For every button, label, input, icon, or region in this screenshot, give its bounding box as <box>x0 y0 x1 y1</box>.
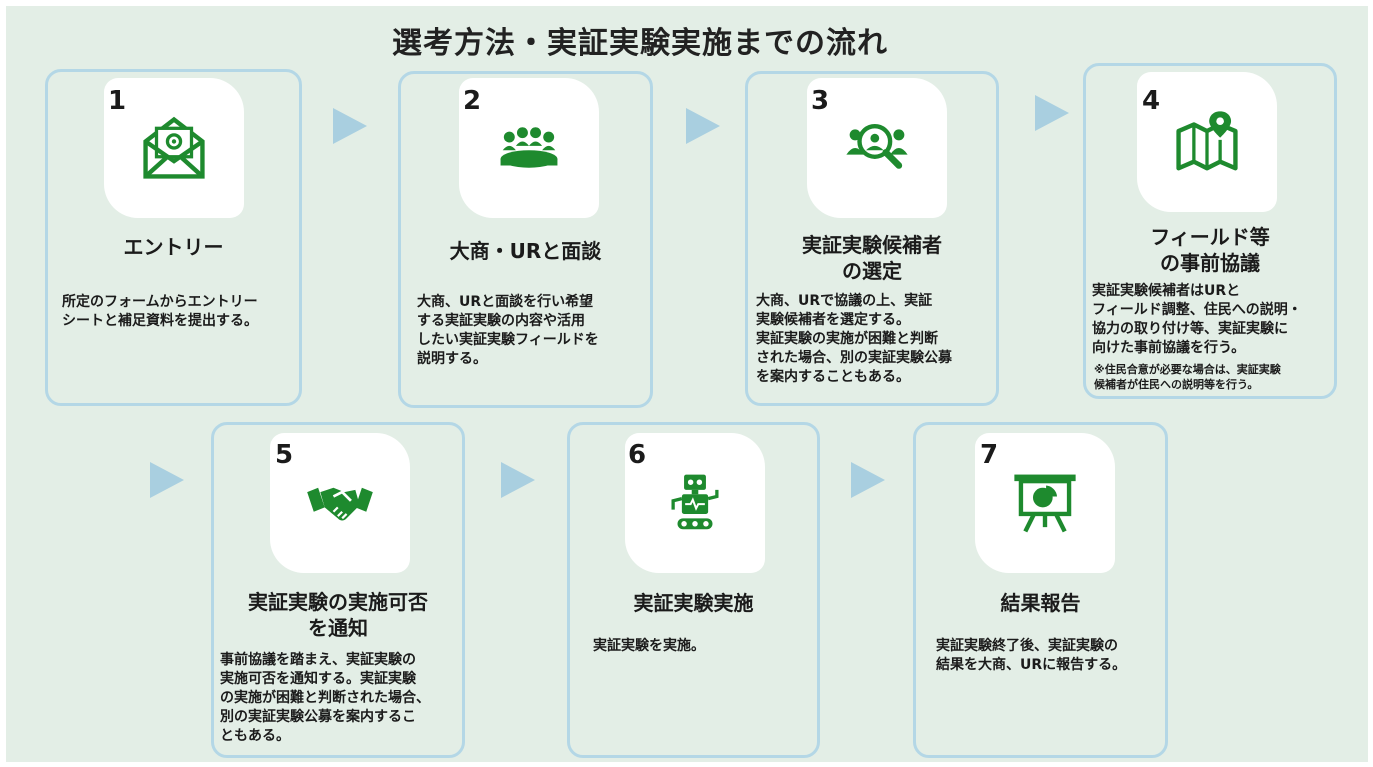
step-number-2: 2 <box>463 86 482 116</box>
step-number-7: 7 <box>980 440 999 470</box>
flow-arrow-1-2 <box>333 108 367 144</box>
step-desc-1: 所定のフォームからエントリー シートと補足資料を提出する。 <box>62 294 258 329</box>
step-desc-4: 実証実験候補者はURと フィールド調整、住民への説明・ 協力の取り付け等、実証実… <box>1092 283 1302 356</box>
presentation-chart-icon <box>1014 474 1076 533</box>
step-number-3: 3 <box>811 86 830 116</box>
step-icon-box-3 <box>807 78 947 218</box>
page-title: 選考方法・実証実験実施までの流れ <box>392 26 888 61</box>
map-pin-icon <box>1176 111 1238 171</box>
handshake-icon <box>307 487 373 521</box>
step-title-4: フィールド等 の事前協議 <box>1150 225 1270 275</box>
meeting-icon <box>500 127 558 168</box>
step-icon-box-6 <box>625 433 765 573</box>
step-title-5: 実証実験の実施可否 を通知 <box>248 590 428 640</box>
step-icon-box-4 <box>1137 72 1277 212</box>
flow-arrow-5-6 <box>501 462 535 498</box>
robot-icon <box>671 474 719 530</box>
flow-arrow-4-5 <box>150 462 184 498</box>
flow-arrow-2-3 <box>686 108 720 144</box>
candidate-search-icon <box>846 123 908 169</box>
step-title-7: 結果報告 <box>1000 591 1081 615</box>
flow-arrow-6-7 <box>851 462 885 498</box>
step-icon-box-5 <box>270 433 410 573</box>
step-title-3: 実証実験候補者 の選定 <box>802 233 942 283</box>
step-note-4: ※住民合意が必要な場合は、実証実験 候補者が住民への説明等を行う。 <box>1094 363 1281 391</box>
step-icon-box-1 <box>104 78 244 218</box>
step-title-1: エントリー <box>123 235 224 259</box>
step-card-4 <box>1083 63 1337 399</box>
step-desc-5: 事前協議を踏まえ、実証実験の 実施可否を通知する。実証実験 の実施が困難と判断さ… <box>220 652 430 744</box>
step-number-4: 4 <box>1142 86 1161 116</box>
step-number-6: 6 <box>628 440 647 470</box>
step-title-6: 実証実験実施 <box>633 591 754 615</box>
step-number-1: 1 <box>108 86 127 116</box>
step-desc-2: 大商、URと面談を行い希望 する実証実験の内容や活用 したい実証実験フィールドを… <box>417 294 599 367</box>
step-title-2: 大商・URと面談 <box>449 239 602 263</box>
step-desc-3: 大商、URで協議の上、実証 実験候補者を選定する。 実証実験の実施が困難と判断 … <box>756 293 952 385</box>
step-card-7 <box>913 422 1168 758</box>
step-number-5: 5 <box>275 440 294 470</box>
step-icon-box-2 <box>459 78 599 218</box>
step-desc-6: 実証実験を実施。 <box>593 638 705 654</box>
step-desc-7: 実証実験終了後、実証実験の 結果を大商、URに報告する。 <box>936 638 1127 673</box>
flow-arrow-3-4 <box>1035 95 1069 131</box>
email-icon <box>143 116 205 179</box>
step-icon-box-7 <box>975 433 1115 573</box>
